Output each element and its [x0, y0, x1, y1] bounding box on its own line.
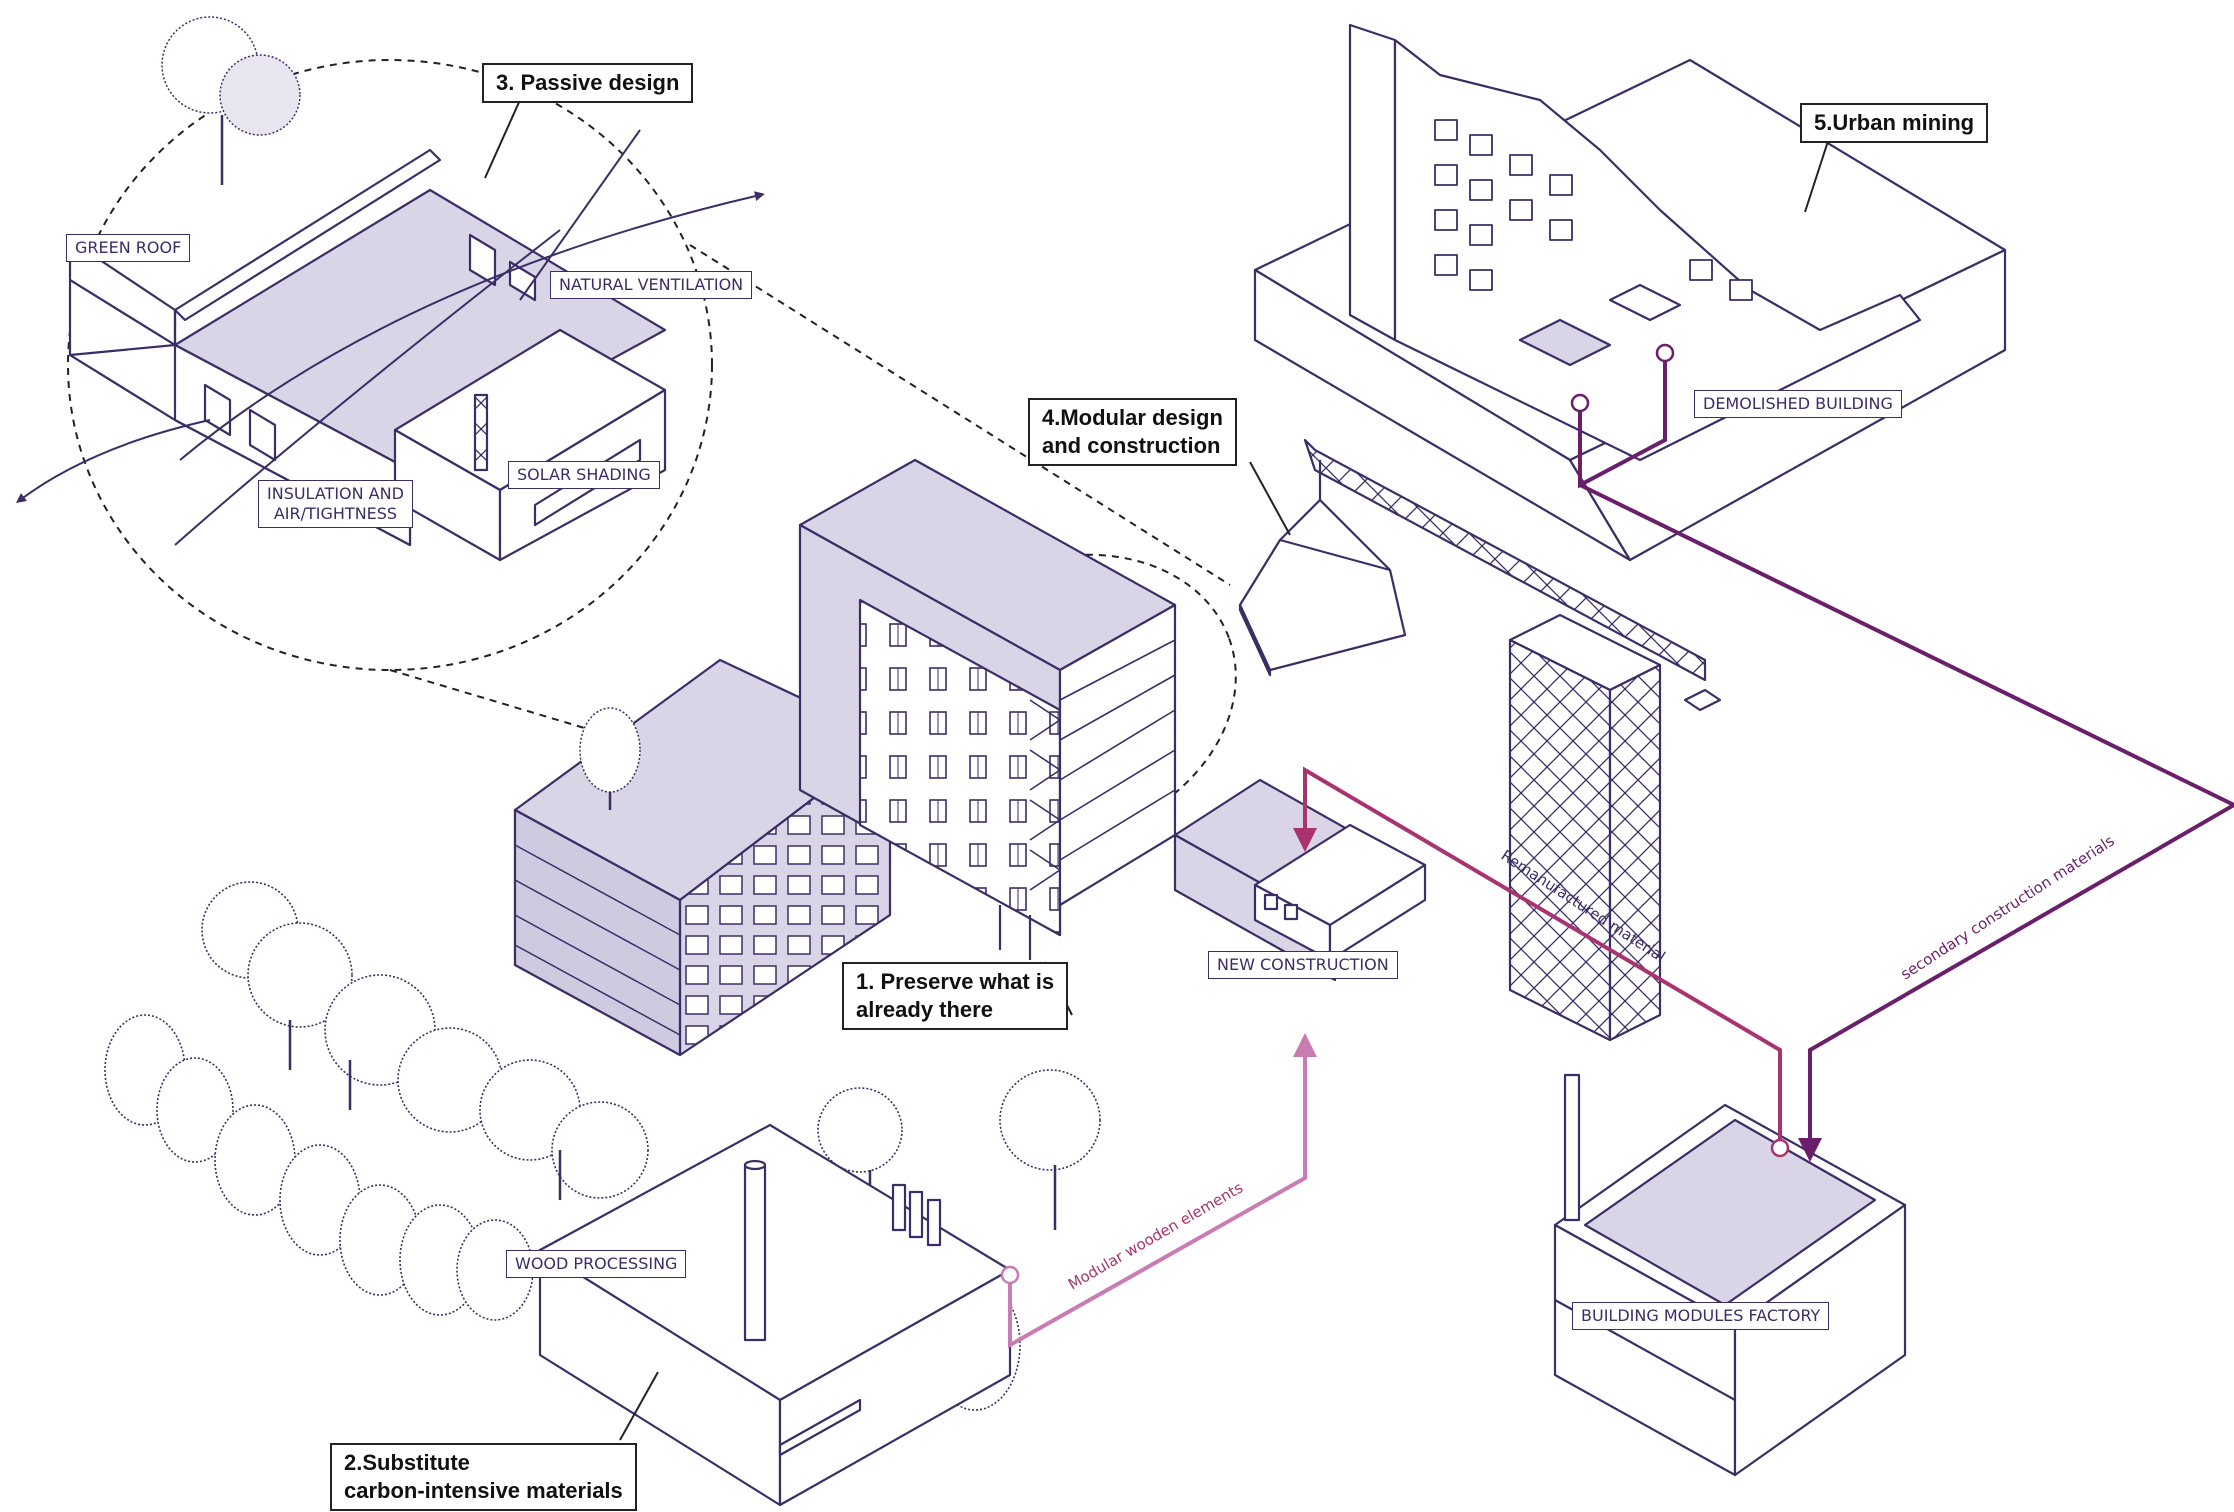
- callout-preserve-line1: 1. Preserve what is: [856, 969, 1055, 994]
- tag-green-roof: GREEN ROOF: [66, 234, 191, 262]
- flow-modular-wooden: [1000, 1033, 1317, 1349]
- callout-substitute: 2.Substitute carbon-intensive materials: [330, 1443, 637, 1511]
- callout-preserve-line2: already there: [856, 997, 993, 1022]
- tag-insulation-line1: INSULATION AND: [267, 484, 404, 503]
- callout-pointers: [484, 99, 1831, 1441]
- callout-substitute-line1: 2.Substitute: [344, 1450, 470, 1475]
- flow-remanufactured: [1293, 766, 1790, 1158]
- tag-wood-processing: WOOD PROCESSING: [506, 1250, 687, 1278]
- callout-modular-line2: and construction: [1042, 433, 1221, 458]
- callout-modular-design: 4.Modular design and construction: [1028, 398, 1237, 466]
- forest: [104, 881, 1101, 1411]
- callout-urban-mining: 5.Urban mining: [1800, 103, 1989, 143]
- tag-insulation-line2: AIR/TIGHTNESS: [273, 504, 398, 523]
- tag-natural-ventilation: NATURAL VENTILATION: [550, 271, 753, 299]
- flow-secondary: [1570, 343, 2234, 1162]
- tag-building-modules-factory: BUILDING MODULES FACTORY: [1572, 1302, 1830, 1330]
- flow-label-secondary: secondary construction materials: [1897, 831, 2117, 983]
- tree-passive: [161, 16, 301, 185]
- tag-solar-shading: SOLAR SHADING: [508, 461, 660, 489]
- wood-processing-plant: [538, 1123, 1012, 1507]
- tag-new-construction: NEW CONSTRUCTION: [1208, 951, 1398, 979]
- callout-passive-design: 3. Passive design: [482, 63, 694, 103]
- tag-demolished-building: DEMOLISHED BUILDING: [1694, 390, 1902, 418]
- building-modules-factory: [1553, 1073, 1907, 1477]
- tag-insulation: INSULATION AND AIR/TIGHTNESS: [258, 480, 413, 528]
- main-buildings: [513, 458, 1427, 1057]
- tree-rooftop: [579, 707, 641, 810]
- flow-label-modular: Modular wooden elements: [1065, 1178, 1246, 1293]
- crane: [1238, 438, 1722, 1042]
- callout-substitute-line2: carbon-intensive materials: [344, 1478, 623, 1503]
- callout-preserve: 1. Preserve what is already there: [842, 962, 1069, 1030]
- airflow-arrows: [15, 129, 765, 546]
- callout-modular-line1: 4.Modular design: [1042, 405, 1223, 430]
